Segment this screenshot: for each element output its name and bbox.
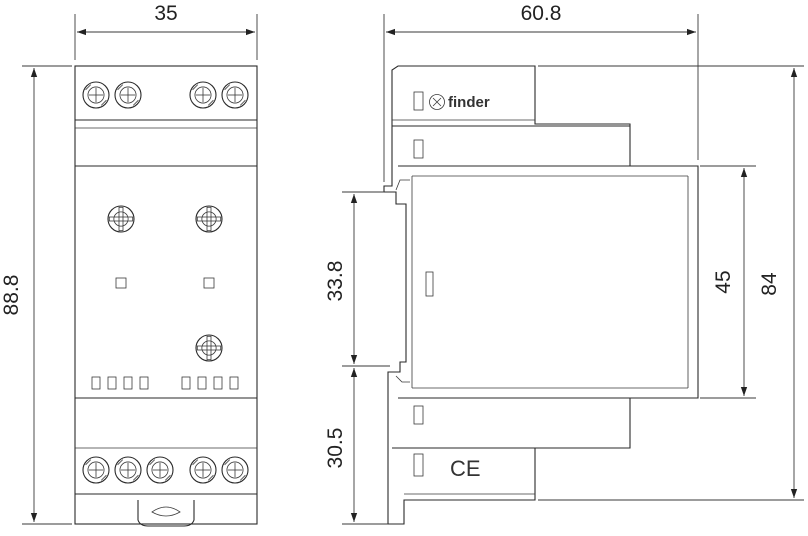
led-indicator-icon bbox=[115, 277, 127, 289]
potentiometers bbox=[107, 205, 223, 362]
led-indicator-icon bbox=[203, 277, 215, 289]
led-indicator-icon bbox=[123, 376, 133, 390]
dim-label-rail-lower: 30.5 bbox=[324, 428, 347, 469]
potentiometer-icon bbox=[107, 205, 135, 233]
dim-label-side-depth: 60.8 bbox=[521, 2, 562, 25]
side-housing bbox=[383, 65, 699, 525]
ce-mark-icon: CE bbox=[450, 456, 481, 481]
side-view: finder CE bbox=[383, 65, 699, 525]
terminal-screw-icon bbox=[114, 81, 142, 109]
terminal-screw-icon bbox=[82, 81, 110, 109]
terminal-screw-icon bbox=[189, 456, 217, 484]
terminal-screw-icon bbox=[221, 456, 249, 484]
led-indicator-icon bbox=[197, 376, 207, 390]
dim-label-front-height: 88.8 bbox=[0, 275, 23, 316]
din-clip-icon bbox=[137, 500, 195, 527]
dim-total-height: 84 bbox=[538, 65, 804, 501]
dim-body-height: 45 bbox=[700, 165, 756, 399]
terminal-screw-icon bbox=[221, 81, 249, 109]
potentiometer-icon bbox=[195, 205, 223, 233]
dim-label-rail-upper: 33.8 bbox=[324, 261, 347, 302]
terminal-screw-icon bbox=[114, 456, 142, 484]
terminal-screw-icon bbox=[189, 81, 217, 109]
dim-front-width: 35 bbox=[74, 2, 258, 60]
dim-label-total-height: 84 bbox=[758, 272, 781, 296]
dim-front-height: 88.8 bbox=[0, 65, 72, 525]
terminal-screw-icon bbox=[82, 456, 110, 484]
potentiometer-icon bbox=[195, 334, 223, 362]
front-housing bbox=[74, 65, 258, 525]
led-indicator-icon bbox=[229, 376, 239, 390]
front-view bbox=[74, 65, 258, 527]
top-terminals bbox=[82, 81, 249, 109]
dim-rail-lower: 30.5 bbox=[324, 368, 388, 525]
brand-logo-text: finder bbox=[448, 94, 490, 111]
led-indicator-icon bbox=[107, 376, 117, 390]
dim-label-front-width: 35 bbox=[154, 2, 177, 25]
terminal-screw-icon bbox=[146, 456, 174, 484]
led-indicator-icon bbox=[213, 376, 223, 390]
dim-label-body-height: 45 bbox=[712, 270, 735, 293]
led-indicator-icon bbox=[181, 376, 191, 390]
dim-rail-upper: 33.8 bbox=[324, 191, 390, 367]
dim-side-depth: 60.8 bbox=[383, 2, 699, 182]
led-indicator-icon bbox=[91, 376, 101, 390]
led-indicator-icon bbox=[139, 376, 149, 390]
finder-logo-icon: finder bbox=[429, 94, 490, 111]
bottom-terminals bbox=[82, 456, 249, 484]
led-indicators bbox=[91, 277, 239, 390]
